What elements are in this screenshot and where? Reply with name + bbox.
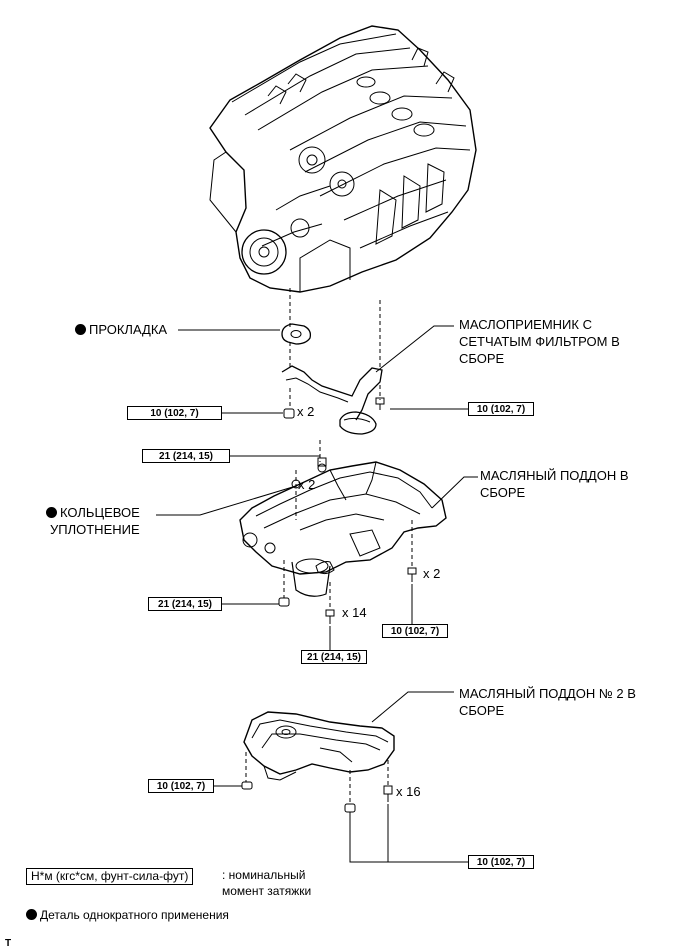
torque-spec-strainer-left: 10 (102, 7) <box>127 406 222 420</box>
leader-lines <box>156 325 478 863</box>
oil-pan-bolts-illustration <box>278 567 417 624</box>
non-reusable-dot-icon <box>26 909 37 920</box>
gasket-illustration <box>281 323 312 345</box>
legend-non-reusable: Деталь однократного применения <box>26 907 229 924</box>
oil-strainer-illustration <box>281 365 383 435</box>
quantity-strainer-bolts: x 2 <box>297 404 315 419</box>
legend-torque-unit: Н*м (кгс*см, фунт-сила-фут) <box>26 868 194 885</box>
torque-spec-oil-pan-bottom: 21 (214, 15) <box>301 650 367 664</box>
non-reusable-dot-icon <box>46 507 57 518</box>
gasket-label: ПРОКЛАДКА <box>75 321 167 338</box>
torque-spec-strainer-right: 10 (102, 7) <box>468 402 534 416</box>
strainer-bolt-illustration <box>283 397 385 419</box>
quantity-oil-pan2-bolts: x 16 <box>396 784 421 799</box>
torque-spec-oil-pan2-right: 10 (102, 7) <box>468 855 534 869</box>
quantity-oil-pan-bolts-right: x 2 <box>423 566 441 581</box>
alignment-lines <box>245 288 413 804</box>
torque-spec-oring-bolt: 21 (214, 15) <box>142 449 230 463</box>
o-ring-label: КОЛЬЦЕВОЕ УПЛОТНЕНИЕ <box>46 504 140 538</box>
non-reusable-dot-icon <box>75 324 86 335</box>
torque-spec-oil-pan-left: 21 (214, 15) <box>148 597 222 611</box>
oil-pan-label: МАСЛЯНЫЙ ПОДДОН В СБОРЕ <box>480 468 629 500</box>
torque-spec-oil-pan-right: 10 (102, 7) <box>382 624 448 638</box>
torque-spec-oil-pan2-left: 10 (102, 7) <box>148 779 214 793</box>
quantity-oring: x 2 <box>298 477 316 492</box>
engine-block-illustration <box>209 25 477 293</box>
legend-torque-description: : номинальный момент затяжки <box>222 868 312 898</box>
oil-strainer-label: МАСЛОПРИЕМНИК С СЕТЧАТЫМ ФИЛЬТРОМ В СБОР… <box>459 317 620 366</box>
footer-mark: T <box>5 938 12 949</box>
quantity-oil-pan-bolts: x 14 <box>342 605 367 620</box>
oil-pan-illustration <box>239 457 447 597</box>
oil-pan-no2-label: МАСЛЯНЫЙ ПОДДОН № 2 В СБОРЕ <box>459 686 636 718</box>
oil-pan-no2-illustration <box>241 711 395 813</box>
